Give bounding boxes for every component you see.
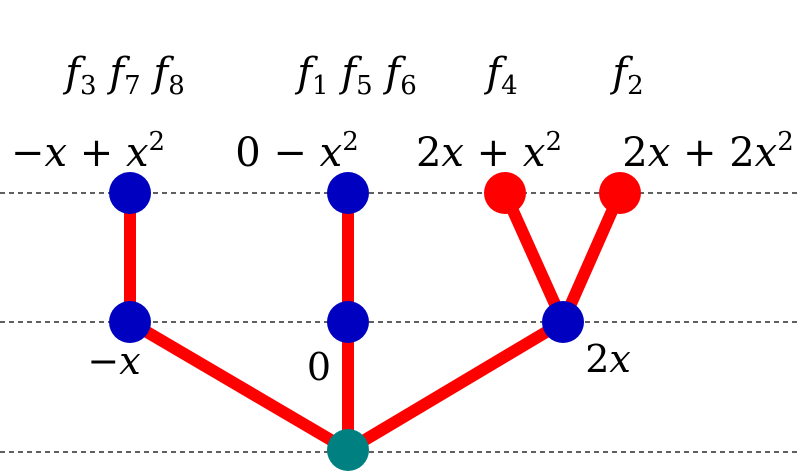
leaf-poly-2: 0 − x2 [235, 127, 359, 176]
mid-node-3 [542, 301, 584, 343]
mid-node-2 [327, 301, 369, 343]
leaf-funcs-3: f4 [483, 50, 517, 101]
root-node [327, 429, 369, 471]
leaf-node-3 [484, 172, 526, 214]
edge-mid1-root [124, 316, 354, 456]
mid-label-1: −x [87, 339, 140, 383]
edge-leaf4-mid3 [557, 187, 626, 328]
leaf-funcs-1: f3 f7 f8 [62, 50, 185, 101]
leaf-poly-4: 2x + 2x2 [622, 127, 794, 176]
leaf-funcs-2: f1 f5 f6 [294, 50, 417, 101]
edge-leaf3-mid3 [499, 187, 569, 328]
mid-node-1 [109, 301, 151, 343]
mid-label-2: 0 [307, 345, 331, 389]
leaf-poly-1: −x + x2 [11, 127, 165, 176]
edge-mid3-root [342, 316, 569, 456]
leaf-funcs-4: f2 [609, 50, 643, 101]
mid-label-3: 2x [585, 337, 631, 381]
leaf-node-1 [109, 172, 151, 214]
leaf-node-4 [599, 172, 641, 214]
leaf-poly-3: 2x + x2 [416, 127, 562, 176]
leaf-node-2 [327, 172, 369, 214]
